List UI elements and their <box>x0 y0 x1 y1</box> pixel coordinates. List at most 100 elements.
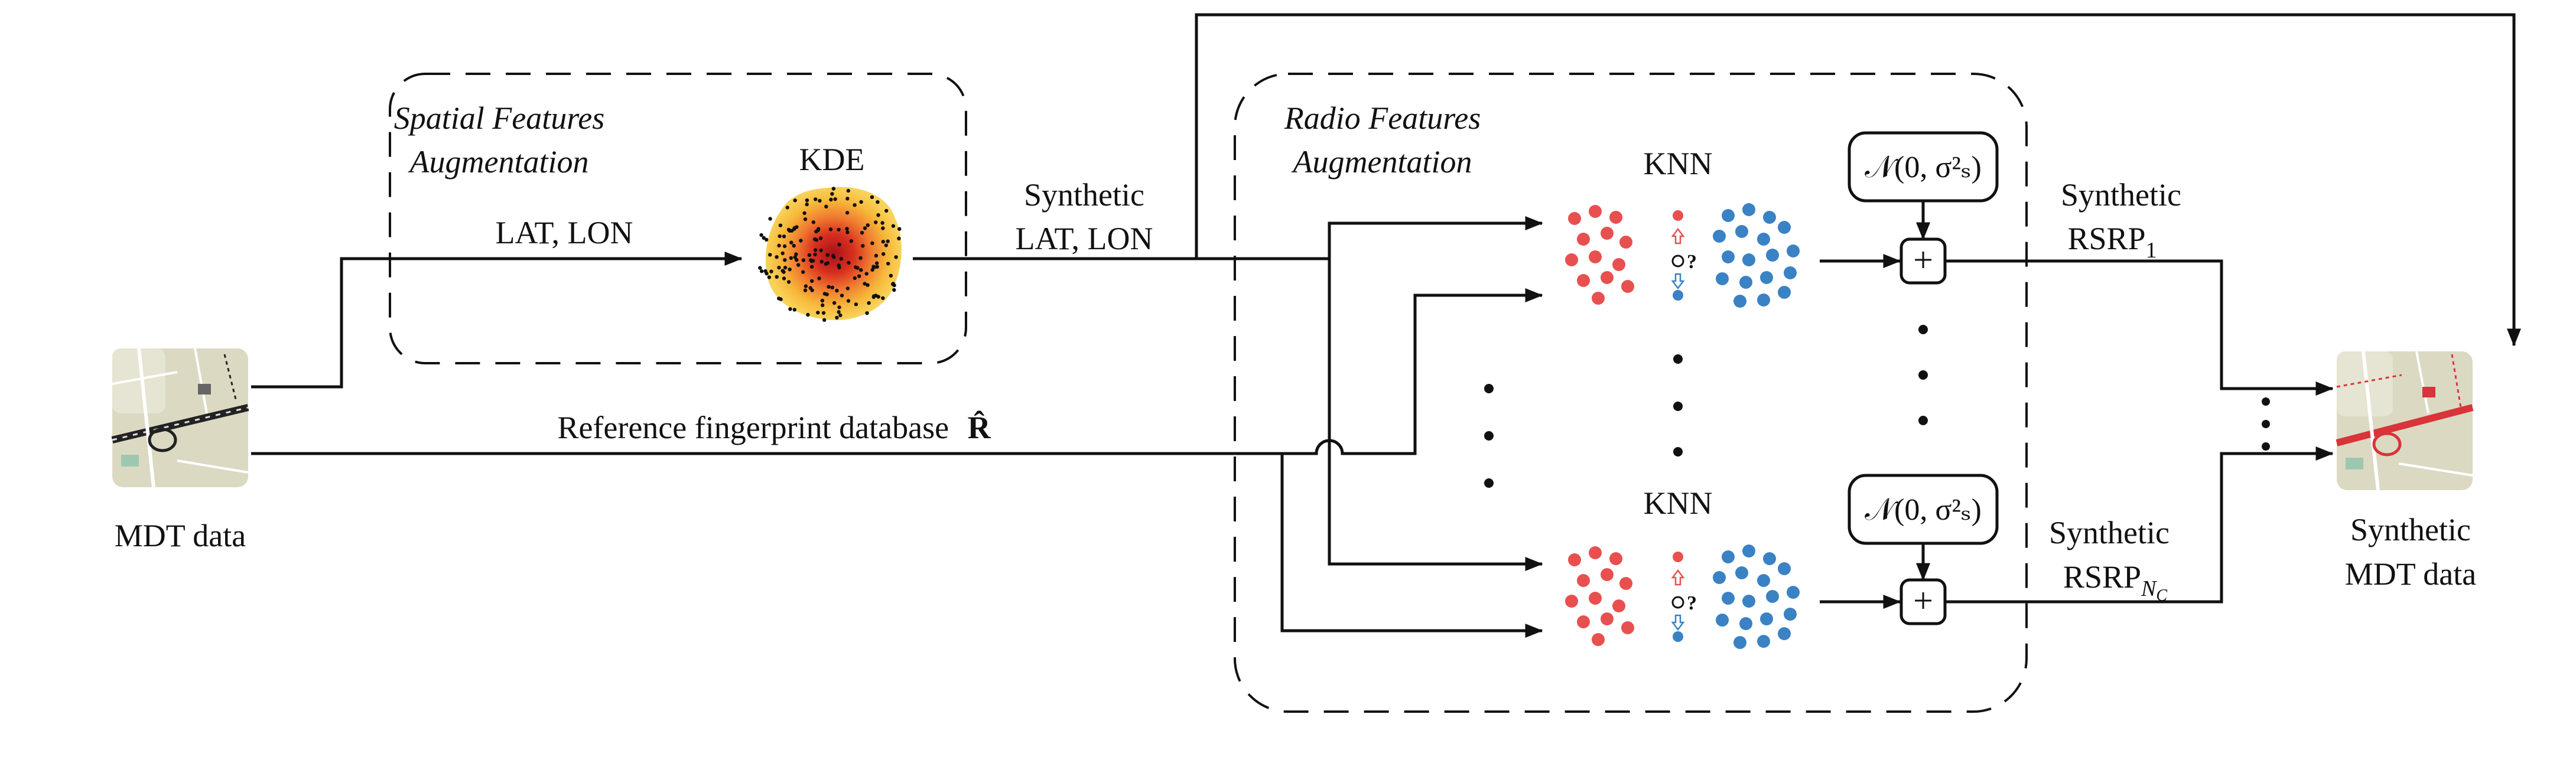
kde-point <box>805 202 809 207</box>
kde-point <box>822 292 827 296</box>
kde-point <box>845 227 849 231</box>
blue-neighbor-point <box>1722 592 1735 605</box>
rsrpnc-subsub: C <box>2156 586 2167 605</box>
kde-point <box>775 255 779 259</box>
kde-point <box>814 248 818 252</box>
kde-sample-points <box>758 187 902 322</box>
kde-point <box>803 288 808 292</box>
spatial-group-title-1: Spatial Features <box>394 100 604 136</box>
kde-label: KDE <box>799 142 865 177</box>
kde-point <box>874 261 879 265</box>
kde-point <box>831 187 836 191</box>
kde-point <box>824 204 828 208</box>
kde-point <box>768 253 772 257</box>
blue-neighbor-point <box>1742 203 1755 216</box>
blue-neighbor-point <box>1716 614 1729 627</box>
blue-neighbor-point <box>1733 636 1746 649</box>
blue-neighbor-point <box>1742 544 1755 557</box>
knn-top-cluster: ? <box>1565 203 1800 308</box>
red-neighbor-point <box>1577 574 1590 587</box>
kde-point <box>857 274 861 278</box>
red-neighbor-point <box>1621 280 1634 293</box>
kde-point <box>837 227 841 232</box>
red-neighbor-point <box>1612 258 1625 271</box>
kde-point <box>853 276 857 281</box>
kde-point <box>833 197 837 201</box>
kde-point <box>782 244 787 249</box>
down-arrow-icon <box>1671 273 1685 290</box>
red-neighbor-point <box>1577 615 1590 628</box>
kde-point <box>828 227 833 231</box>
kde-point <box>788 307 792 311</box>
right-ellipsis <box>1918 325 1928 425</box>
kde-point <box>782 270 786 274</box>
query-mark: ? <box>1687 592 1697 614</box>
kde-point <box>859 200 863 204</box>
kde-point <box>846 299 851 303</box>
mdt-data-map-thumbnail <box>111 348 249 488</box>
kde-point <box>881 296 885 300</box>
rsrpnc-sub: N <box>2141 576 2158 601</box>
kde-point <box>876 213 880 217</box>
kde-point <box>778 223 783 227</box>
kde-point <box>789 256 793 260</box>
synthetic-mdt-label-1: Synthetic <box>2350 512 2471 547</box>
red-neighbor-point <box>1577 233 1590 246</box>
knn-top-label: KNN <box>1644 146 1713 181</box>
kde-point <box>845 197 850 201</box>
rsrp1-sub: 1 <box>2146 238 2157 263</box>
wire-rsrpnc-to-synthetic-mdt <box>1945 446 2334 604</box>
wire-latlon-to-knn-bottom <box>1328 259 1543 571</box>
kde-point <box>778 234 782 239</box>
kde-point <box>835 315 839 320</box>
kde-point <box>821 311 826 315</box>
blue-neighbor-point <box>1778 221 1791 234</box>
kde-point <box>809 265 814 269</box>
kde-point <box>832 255 836 259</box>
kde-point <box>782 276 786 281</box>
kde-point <box>881 226 885 230</box>
kde-point <box>832 301 837 305</box>
kde-point <box>807 253 812 257</box>
kde-point <box>759 233 763 237</box>
red-neighbor-point <box>1619 236 1632 249</box>
kde-point <box>765 271 769 276</box>
blue-neighbor-point <box>1739 617 1752 630</box>
red-neighbor-point <box>1619 577 1632 590</box>
kde-point <box>837 243 841 247</box>
kde-point <box>870 195 874 199</box>
noise-label-bottom: 𝒩(0, σ²ₛ) <box>1865 493 1982 527</box>
kde-point <box>859 268 863 272</box>
blue-neighbor-point <box>1763 552 1776 565</box>
kde-point <box>861 244 865 248</box>
kde-point <box>864 272 869 276</box>
query-red-point <box>1673 552 1683 562</box>
blue-neighbor-point <box>1733 295 1746 308</box>
synthetic-latlon-label-2: LAT, LON <box>1016 221 1153 256</box>
kde-point <box>871 265 876 269</box>
kde-point <box>819 248 823 253</box>
blue-neighbor-point <box>1735 566 1748 579</box>
adder-bottom-plus: + <box>1913 581 1933 620</box>
kde-point <box>820 298 825 303</box>
kde-point <box>801 258 806 262</box>
kde-point <box>789 240 793 244</box>
kde-point <box>876 200 880 204</box>
kde-point <box>839 257 844 261</box>
middle-ellipsis <box>1673 354 1683 457</box>
kde-point <box>822 318 827 322</box>
red-neighbor-point <box>1621 621 1634 634</box>
red-neighbor-point <box>1601 227 1614 240</box>
kde-point <box>827 285 831 289</box>
red-neighbor-point <box>1592 292 1605 305</box>
kde-point <box>854 265 858 269</box>
kde-point <box>884 208 889 213</box>
red-neighbor-point <box>1568 553 1581 566</box>
adder-top-plus: + <box>1913 240 1933 279</box>
kde-point <box>847 260 851 265</box>
kde-point <box>760 269 764 273</box>
radio-augmentation-group <box>1234 73 2028 713</box>
kde-point <box>817 276 821 281</box>
kde-point <box>886 262 890 266</box>
kde-point <box>874 253 879 258</box>
